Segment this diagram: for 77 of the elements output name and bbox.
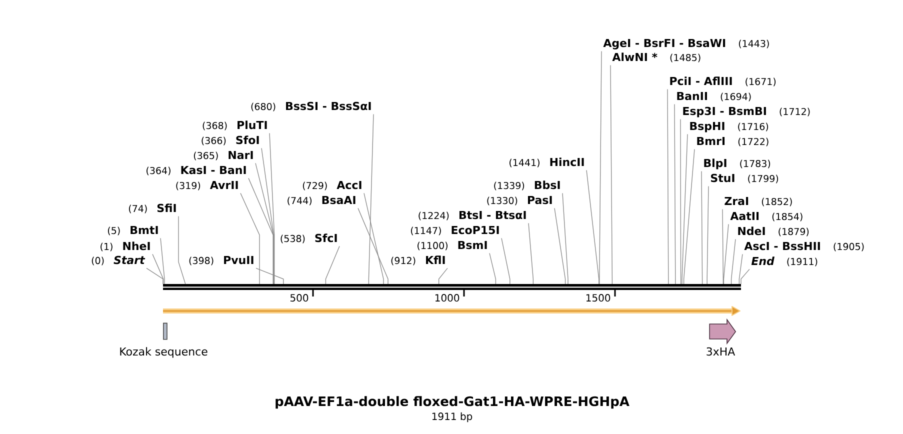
leader-line xyxy=(683,148,695,284)
site-label: (1339) BbsI xyxy=(494,180,560,190)
site-label: (74) SfiI xyxy=(128,204,176,214)
leader-line xyxy=(368,114,374,284)
sequence-length: 1911 bp xyxy=(432,412,472,422)
site-label: (729) AccI xyxy=(302,180,362,190)
site-label: AlwNI * (1485) xyxy=(612,52,700,62)
leader-line xyxy=(610,64,613,284)
leader-line xyxy=(178,216,186,284)
site-label: (398) PvuII xyxy=(189,256,254,266)
leader-line xyxy=(489,252,496,284)
leader-line xyxy=(706,186,709,284)
leader-line xyxy=(562,192,568,284)
site-label: PciI - AflIII (1671) xyxy=(670,76,776,86)
site-label: (744) BsaAI xyxy=(288,196,356,206)
site-label: AatII (1854) xyxy=(730,212,802,222)
leader-line xyxy=(554,208,566,284)
leader-line xyxy=(667,88,669,284)
site-label: AgeI - BsrFI - BsaWI (1443) xyxy=(603,38,769,50)
leader-line xyxy=(528,222,534,284)
leader-line xyxy=(723,224,729,284)
site-label: (365) NarI xyxy=(194,150,253,160)
leader-line xyxy=(152,254,164,284)
site-label: (1224) BtsI - BtsαI xyxy=(418,210,526,220)
site-label: (364) KasI - BanI xyxy=(146,166,246,176)
leader-line xyxy=(438,268,448,284)
leader-line xyxy=(501,238,510,284)
leader-line xyxy=(730,238,736,284)
site-label: BanII (1694) xyxy=(677,92,751,102)
site-label: (1100) BsmI xyxy=(418,240,487,250)
site-label: BlpI (1783) xyxy=(704,158,770,170)
leader-line xyxy=(358,208,388,284)
site-label: (1330) PasI xyxy=(487,196,552,206)
site-label: End (1911) xyxy=(751,256,818,266)
leader-line xyxy=(701,170,703,284)
site-label: (5) BmtI xyxy=(108,226,158,236)
site-label: AscI - BssHII (1905) xyxy=(744,242,864,252)
site-label: (368) PluTI xyxy=(202,120,267,130)
site-label: (1441) HincII xyxy=(510,158,584,168)
site-label: BspHI (1716) xyxy=(690,122,768,132)
sequence-bar xyxy=(163,284,741,290)
site-label: Esp3I - BsmBI (1712) xyxy=(683,106,810,118)
site-label: BmrI (1722) xyxy=(697,136,768,146)
feature-band xyxy=(163,306,740,316)
leader-line xyxy=(256,268,284,284)
node-label: 3xHA xyxy=(706,347,736,356)
leader-line xyxy=(722,208,724,284)
site-label: (366) SfoI xyxy=(202,136,259,146)
scale-label: 1500 xyxy=(586,294,610,302)
leader-line xyxy=(261,148,274,284)
site-label: StuI (1799) xyxy=(710,174,778,184)
site-label: (1147) EcoP15I xyxy=(410,226,499,236)
scale-label: 500 xyxy=(290,294,308,302)
site-label: NdeI (1879) xyxy=(738,226,809,236)
leader-line xyxy=(599,50,602,284)
leader-line xyxy=(255,162,274,284)
leader-line xyxy=(160,238,165,284)
leader-line xyxy=(325,246,340,284)
scale-label: 1000 xyxy=(435,294,460,302)
leader-line xyxy=(146,268,164,284)
leader-line xyxy=(269,132,275,284)
leader-line xyxy=(586,170,600,284)
site-label: (319) AvrII xyxy=(176,180,238,190)
leader-line xyxy=(740,268,750,284)
site-label: (1) NheI xyxy=(100,242,150,252)
leader-line xyxy=(240,192,260,284)
site-label: (912) KflI xyxy=(391,256,445,266)
site-label: (680) BssSI - BssSαI xyxy=(251,102,371,112)
leader-line xyxy=(674,104,676,284)
site-label: ZraI (1852) xyxy=(724,196,792,206)
leader-line xyxy=(682,134,688,284)
site-label: (0) Start xyxy=(92,256,146,266)
leader-line xyxy=(680,118,682,284)
leader-line xyxy=(738,254,743,284)
map-title: pAAV-EF1a-double floxed-Gat1-HA-WPRE-HGHpA xyxy=(276,396,630,409)
leader-line xyxy=(364,192,384,284)
site-label: (538) SfcI xyxy=(280,234,337,244)
